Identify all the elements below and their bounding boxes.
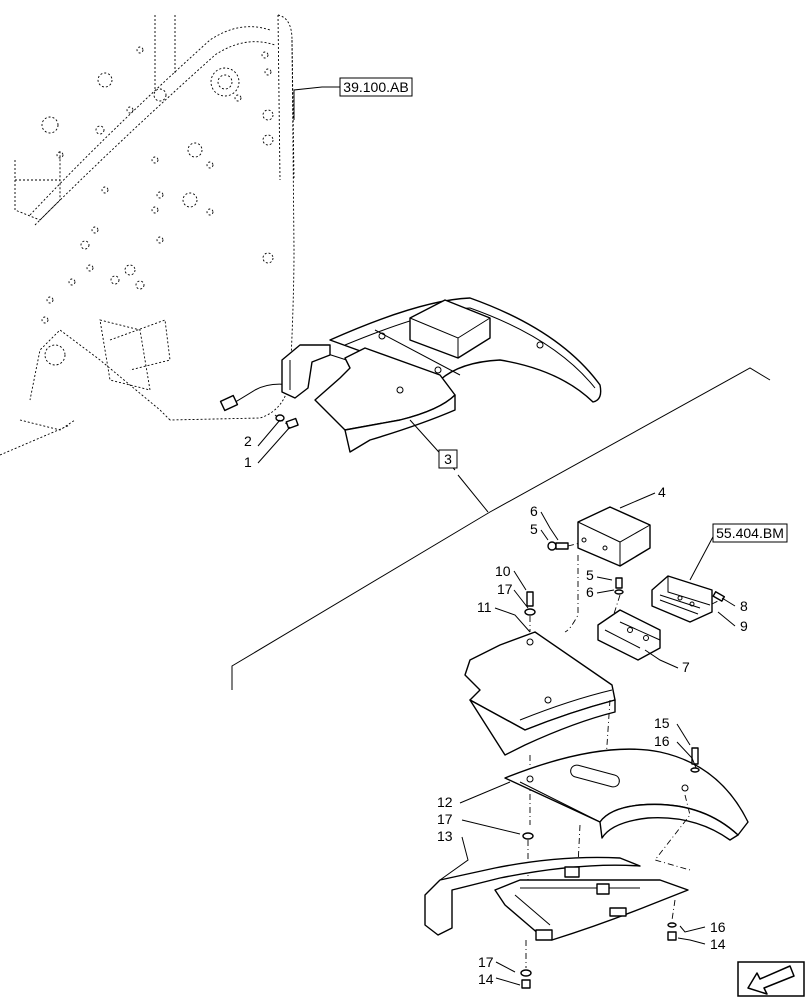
machine-frame <box>0 14 295 456</box>
flap-plate-part-11 <box>464 631 616 756</box>
callout-1: 1 <box>244 454 252 470</box>
assembly-callout-label: 3 <box>444 451 452 467</box>
callout-10: 10 <box>495 563 511 579</box>
callout-15: 15 <box>654 715 670 731</box>
callout-14-left: 14 <box>478 971 494 987</box>
callout-7: 7 <box>682 659 690 675</box>
callout-16-bottom: 16 <box>710 919 726 935</box>
callout-4: 4 <box>658 484 666 500</box>
callout-11: 11 <box>477 599 492 615</box>
callout-13: 13 <box>437 828 453 844</box>
callout-17-mid: 17 <box>437 811 453 827</box>
bolt-15 <box>690 747 700 773</box>
callout-16-top: 16 <box>654 733 670 749</box>
fender-part-12 <box>504 748 749 841</box>
ref-box-55-404-bm <box>712 523 788 543</box>
callout-5-top: 5 <box>530 521 538 537</box>
callout-14-right: 14 <box>710 936 726 952</box>
bolt-5-left <box>547 541 581 551</box>
bolt-5-right <box>614 577 624 595</box>
fender-assembly <box>281 297 602 453</box>
screw-8 <box>712 591 726 602</box>
callout-6-top: 6 <box>530 503 538 519</box>
ref-box-39-100-ab <box>339 77 413 97</box>
callout-8: 8 <box>740 598 748 614</box>
leader-lines <box>257 86 736 986</box>
callout-9: 9 <box>740 618 748 634</box>
box-cover-part-4 <box>577 506 651 567</box>
callout-17-top: 17 <box>497 581 513 597</box>
callout-6-mid: 6 <box>586 584 594 600</box>
assembly-callout-box <box>438 449 458 469</box>
callout-2: 2 <box>244 433 252 449</box>
screw-14-left <box>520 940 532 989</box>
support-frame-part-13 <box>424 856 689 941</box>
callout-12: 12 <box>437 794 453 810</box>
ref-55-404-bm-label: 55.404.BM <box>716 525 784 541</box>
callout-5-mid: 5 <box>586 567 594 583</box>
ref-39-100-ab-label: 39.100.AB <box>343 79 408 95</box>
rear-light <box>651 575 721 623</box>
bolt-1 <box>274 414 299 430</box>
callout-17-bottom: 17 <box>478 954 494 970</box>
washer-17 <box>522 832 534 840</box>
direction-arrow-icon[interactable] <box>737 961 805 997</box>
screw-14-right <box>667 899 677 941</box>
assembly-bracket <box>231 367 771 690</box>
wire-harness <box>231 383 291 405</box>
bolt-10 <box>524 591 536 632</box>
bracket-part-7 <box>597 609 661 661</box>
connector <box>219 394 239 412</box>
